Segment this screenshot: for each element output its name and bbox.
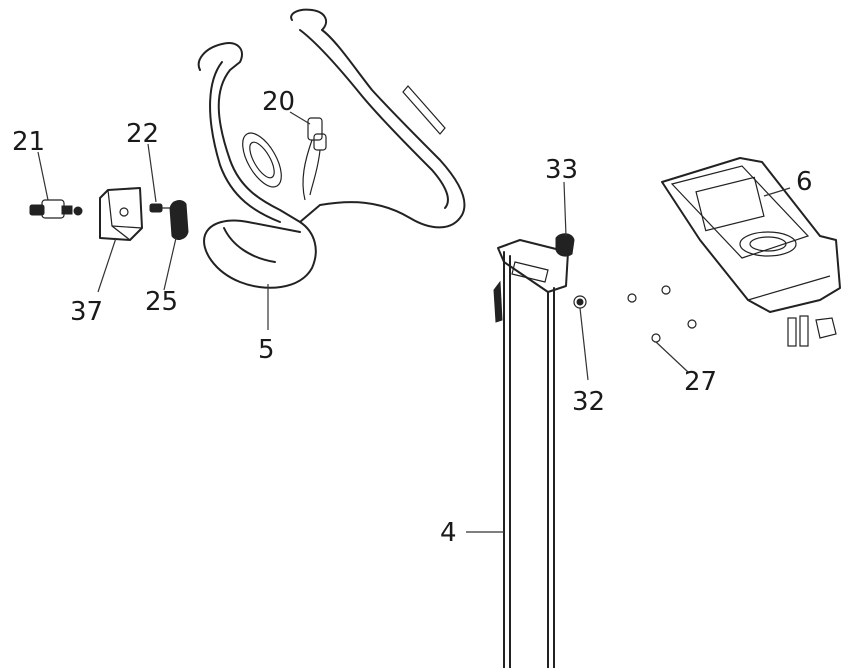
callout-27: 27 (684, 367, 717, 397)
clamp-part-25 (169, 200, 189, 240)
callout-labels: 20 21 22 37 25 5 33 6 32 27 4 (12, 87, 813, 548)
callout-37: 37 (70, 297, 103, 327)
connector-part-21 (29, 199, 83, 219)
sensor-wire-part-20 (302, 117, 327, 201)
callout-5: 5 (258, 335, 275, 365)
bracket-part-37 (99, 187, 143, 241)
callout-6: 6 (796, 167, 813, 197)
callout-4: 4 (440, 518, 457, 548)
callout-32: 32 (572, 387, 605, 417)
handlebar-part-5 (197, 8, 466, 289)
screws-part-27 (627, 285, 697, 343)
callout-20: 20 (262, 87, 295, 117)
callout-33: 33 (545, 155, 578, 185)
screw-part-22 (149, 203, 170, 213)
callout-21: 21 (12, 127, 45, 157)
leader-lines (37, 111, 791, 533)
upright-column-part-4 (493, 239, 569, 668)
callout-25: 25 (145, 287, 178, 317)
callout-22: 22 (126, 119, 159, 149)
knob-part-32 (573, 295, 587, 309)
console-part-6 (661, 157, 841, 347)
cap-part-33 (555, 233, 575, 257)
